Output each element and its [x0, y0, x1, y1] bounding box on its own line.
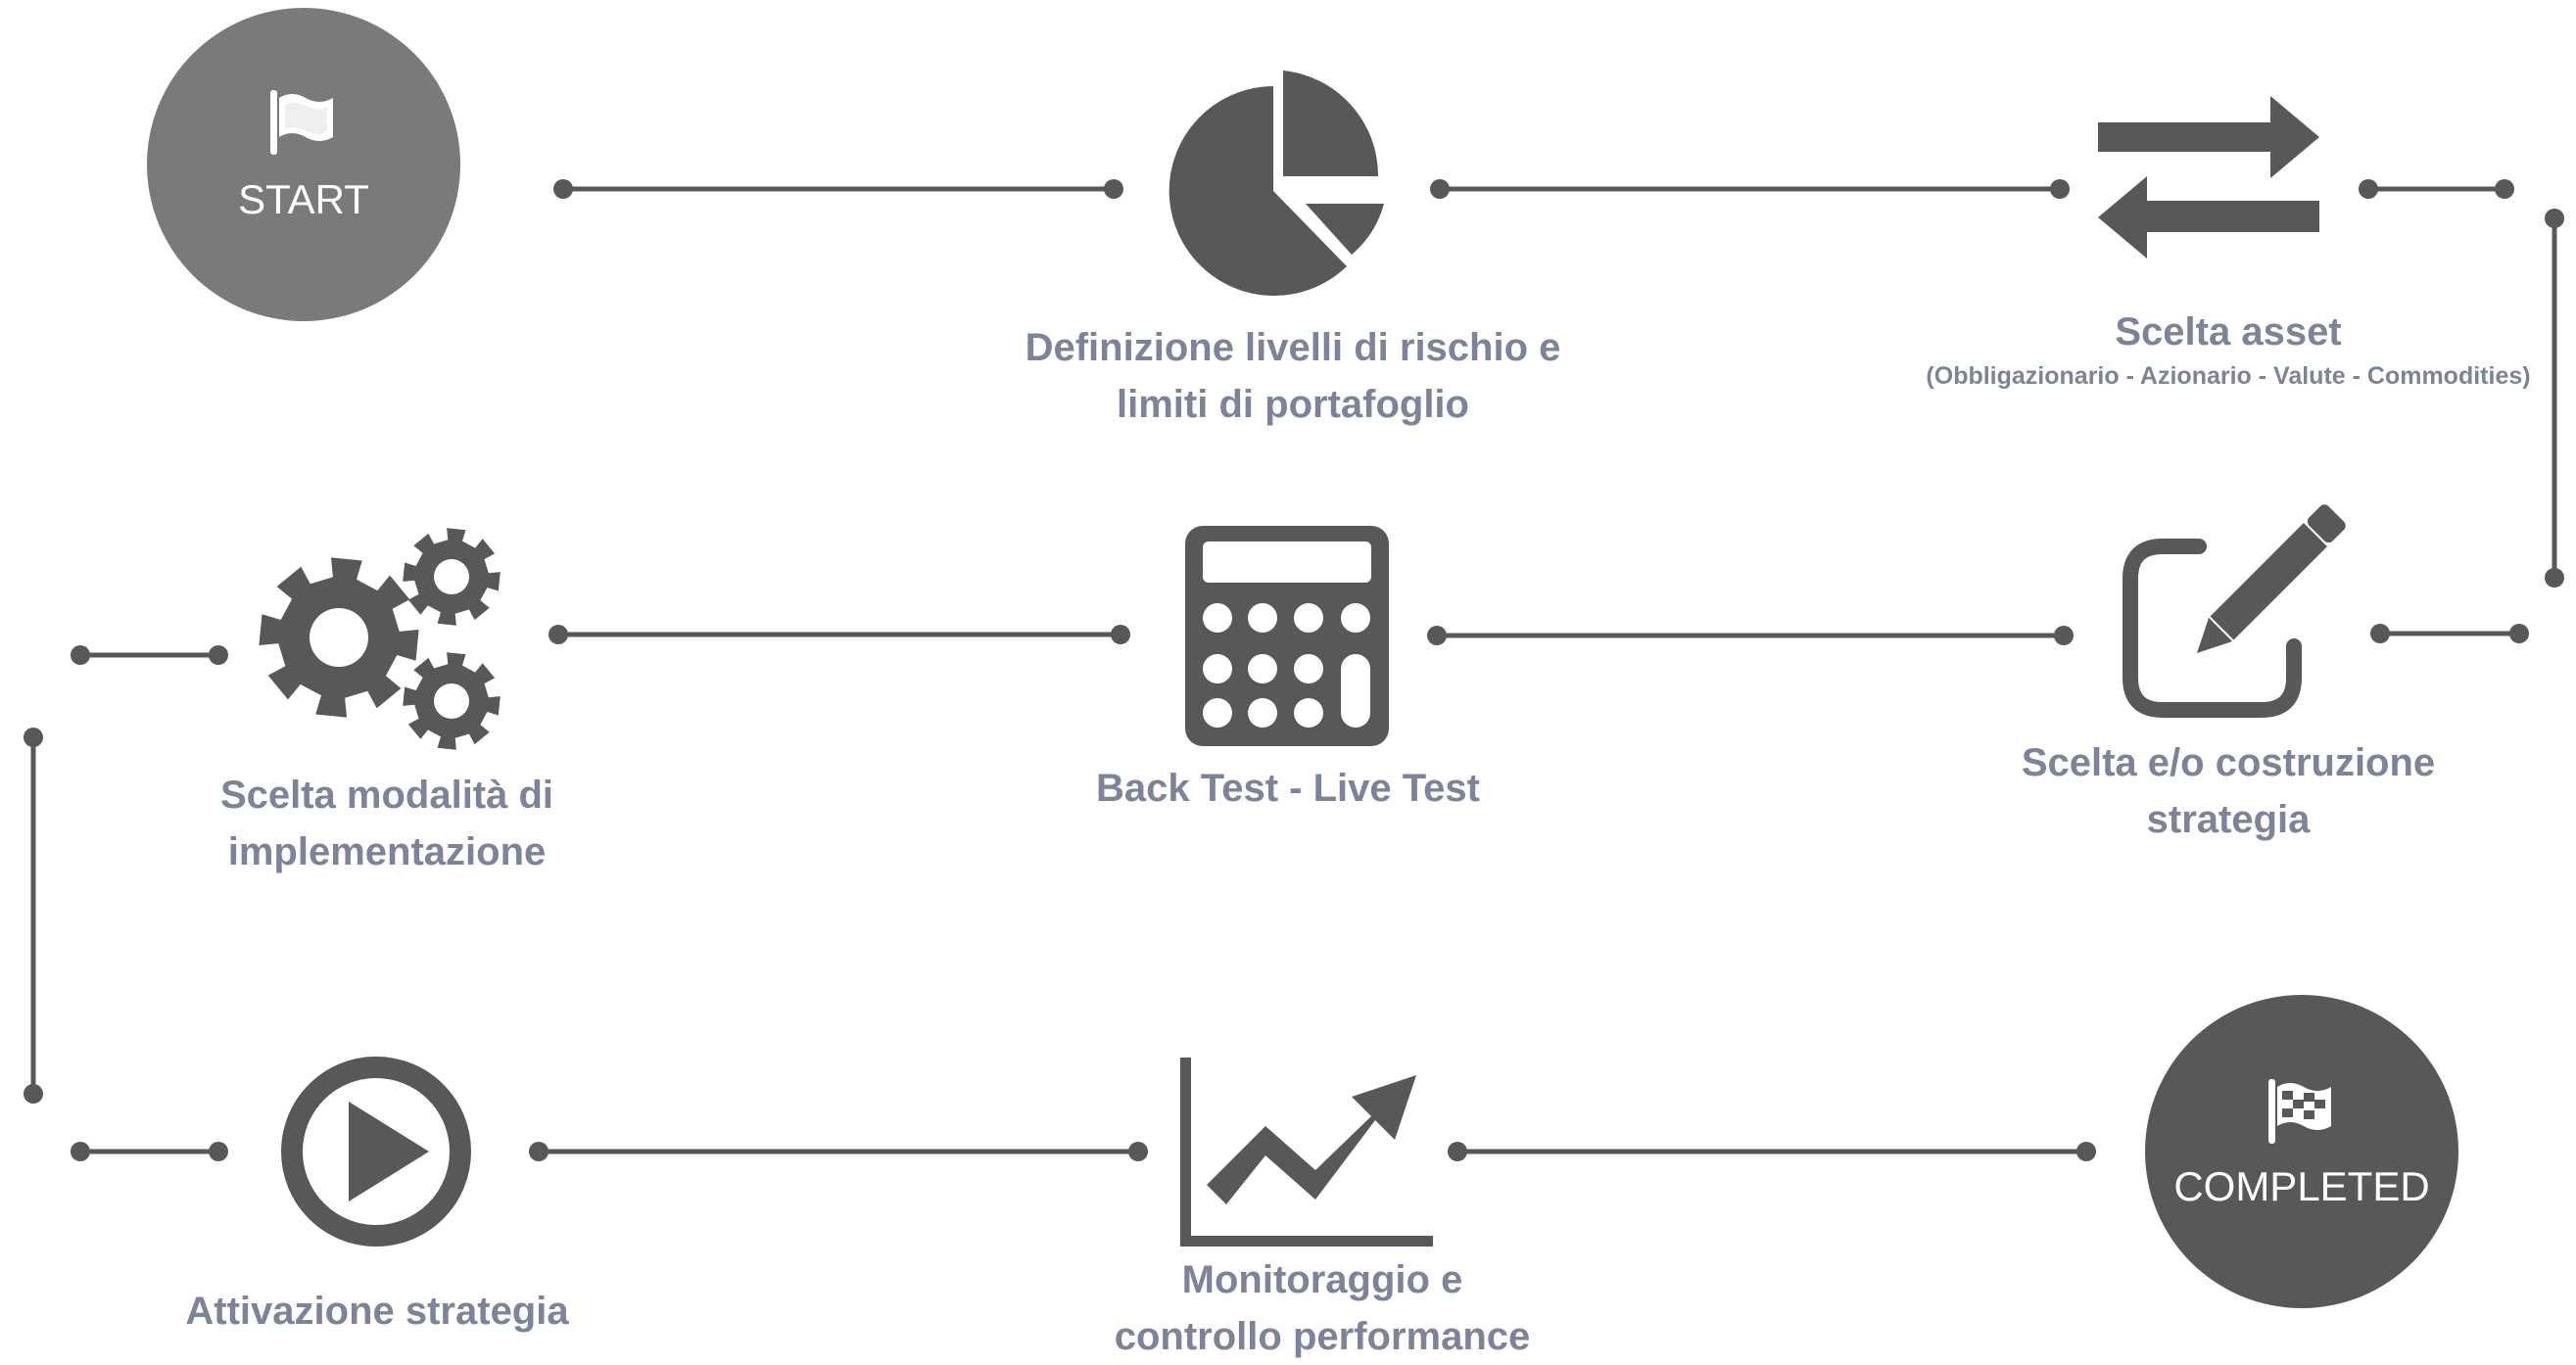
connector-risk-to-asset: [1430, 179, 2070, 199]
connector-asset-right: [2359, 179, 2514, 199]
pie-chart-icon: [1169, 71, 1384, 296]
step-label-line: Monitoraggio e: [1181, 1258, 1463, 1301]
step-label-line: limiti di portafoglio: [1117, 383, 1469, 426]
step-label-line: Scelta asset: [2115, 310, 2342, 353]
connector-gears-left: [71, 645, 228, 665]
step-label-line: Definizione livelli di rischio e: [1025, 326, 1561, 369]
step-label-strategy-activation: Attivazione strategia: [88, 1283, 666, 1340]
edit-pencil-icon: [2123, 504, 2346, 718]
step-label-risk-definition: Definizione livelli di rischio e limiti …: [950, 319, 1636, 433]
step-label-performance-monitoring: Monitoraggio e controllo performance: [999, 1251, 1646, 1365]
step-label-implementation-mode: Scelta modalità di implementazione: [98, 767, 676, 880]
connector-start-to-risk: [553, 179, 1123, 199]
step-label-line: Attivazione strategia: [185, 1290, 569, 1333]
step-label-line: Scelta e/o costruzione: [2021, 741, 2436, 784]
step-label-backtest: Back Test - Live Test: [979, 760, 1597, 817]
gears-icon: [259, 528, 501, 750]
connector-left-vertical: [24, 728, 43, 1104]
start-label: START: [238, 176, 369, 222]
checkered-flag-icon: [2268, 1079, 2331, 1144]
start-node: [147, 8, 460, 321]
connector-strategy-right: [2370, 624, 2529, 643]
gear-shape: [259, 557, 419, 718]
step-label-line: Back Test - Live Test: [1096, 767, 1480, 810]
connector-right-vertical: [2545, 209, 2564, 588]
connector-strategy-to-calculator: [1427, 626, 2074, 645]
calculator-icon: [1185, 526, 1389, 746]
step-label-line: Scelta modalità di: [219, 774, 554, 817]
connector-play-to-trend: [529, 1142, 1148, 1161]
connector-play-left: [71, 1142, 228, 1161]
step-label-line: implementazione: [227, 830, 547, 873]
completed-label: COMPLETED: [2173, 1163, 2430, 1209]
flag-icon: [270, 90, 333, 155]
trend-chart-icon: [1180, 1058, 1433, 1247]
step-label-line: strategia: [2146, 798, 2311, 841]
asset-classes-subtitle: (Obbligazionario - Azionario - Valute - …: [1926, 362, 2531, 390]
completed-node: [2145, 995, 2458, 1308]
connector-calculator-to-gears: [549, 625, 1130, 644]
connectors: [24, 179, 2564, 1161]
step-label-strategy-construction: Scelta e/o costruzione strategia: [1905, 734, 2552, 848]
step-label-asset-choice: Scelta asset: [1959, 304, 2498, 360]
gear-shape: [403, 652, 501, 750]
play-icon: [281, 1057, 471, 1247]
step-label-line: controllo performance: [1114, 1315, 1531, 1358]
exchange-arrows-icon: [2098, 96, 2319, 259]
gear-shape: [403, 528, 501, 626]
connector-trend-to-completed: [1448, 1142, 2096, 1161]
